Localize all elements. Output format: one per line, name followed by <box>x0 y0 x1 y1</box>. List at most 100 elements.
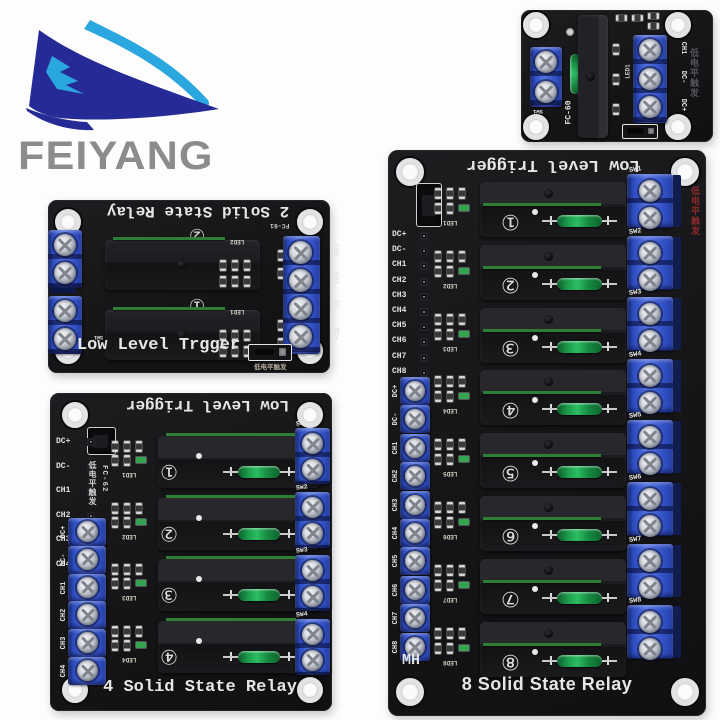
terminal-screw <box>405 409 425 430</box>
smd-resistor <box>220 330 226 341</box>
terminal-label: DC+ <box>679 98 687 112</box>
terminal-label: DC- <box>60 553 68 567</box>
relay-top-face <box>480 621 626 644</box>
smd-resistor <box>435 188 441 199</box>
bracket-mark <box>607 592 609 602</box>
terminal-screw <box>405 608 425 629</box>
sw-terminal: SW4 <box>295 610 332 677</box>
pin <box>420 292 428 301</box>
smd-cluster: LED7 <box>435 564 477 613</box>
mounting-hole <box>523 12 549 38</box>
marker-dot <box>196 576 202 582</box>
terminal-screw <box>639 364 661 387</box>
ssr-relay-unit: ① <box>158 433 320 488</box>
relay-pcb-edge <box>483 517 601 520</box>
led-indicator <box>136 641 146 648</box>
smd-component <box>248 344 292 361</box>
cn-marking: 低电平触发 <box>87 461 96 506</box>
smd-resistor <box>459 376 465 388</box>
resistor <box>542 654 617 667</box>
ssr-relay-unit: ⑥ <box>480 496 626 551</box>
driver-clusters: LED1 LED2 LED3 <box>50 393 332 711</box>
bracket-mark <box>607 467 609 477</box>
smd-resistor <box>447 188 453 199</box>
terminal-label: DC+ <box>392 384 400 398</box>
terminal-screw <box>77 660 98 681</box>
input-terminal-column: DC+ DC- CH1 CH2 CH3 <box>388 150 706 716</box>
terminal-screw <box>639 488 661 510</box>
smd-resistor <box>278 250 284 261</box>
terminal-screw <box>302 522 323 544</box>
pin-row: CH8 <box>392 367 432 380</box>
marker-dot <box>532 334 538 341</box>
smd-resistor <box>435 579 441 591</box>
smd-cluster: LED6 <box>435 502 477 550</box>
sw-terminal: SW6 <box>627 473 685 537</box>
smd-resistor <box>124 564 130 575</box>
smd-resistor <box>232 260 238 271</box>
marker-dot <box>532 209 538 215</box>
pin-row: DC- <box>56 462 100 474</box>
smd-resistor <box>112 639 118 651</box>
terminal-side-face <box>673 175 681 227</box>
led-indicator <box>459 519 469 525</box>
smd-cluster: LED3 <box>435 313 477 362</box>
terminal-label: CH1 <box>679 41 687 55</box>
terminal-side-face <box>673 359 681 412</box>
pin <box>87 462 95 471</box>
terminal-row: CH3 <box>388 490 432 519</box>
via-pad <box>566 28 574 36</box>
resistor <box>542 277 617 290</box>
smd-cluster: LED1 <box>220 308 305 362</box>
jumper-component <box>416 183 442 227</box>
smd-resistor <box>435 502 441 513</box>
led-indicator <box>136 580 146 586</box>
terminal-row: DC+ <box>287 324 349 350</box>
smd-resistor <box>124 578 130 589</box>
smd-resistor <box>220 346 226 357</box>
pin-row: CH5 <box>392 321 432 334</box>
smd-resistor <box>244 260 250 271</box>
smd-resistor <box>435 376 441 388</box>
smd-resistor <box>435 203 441 214</box>
terminal-screw <box>639 268 661 291</box>
relay-pcb-edge <box>166 433 296 436</box>
marker-dot <box>532 648 538 655</box>
sw-terminal: SW2 <box>627 227 685 291</box>
bracket-mark <box>607 341 609 351</box>
terminal-row: CH1 <box>287 268 349 294</box>
smd-resistor <box>648 23 659 29</box>
marker-dot <box>196 453 202 459</box>
sw-terminal: SW4 <box>627 350 685 414</box>
terminal-row: CH8 <box>388 632 432 661</box>
smd-resistor <box>613 74 619 85</box>
relay-module-8ch: Low Level Trigger 低电平触发 DC+ DC- CH1 CH2 … <box>388 150 706 716</box>
terminal-screw <box>405 437 425 458</box>
ssr-relay: ⑦ <box>480 558 626 614</box>
terminal-screw <box>639 426 661 449</box>
smd-resistor <box>447 439 453 451</box>
terminal-row: DC+ <box>60 518 108 546</box>
resistor <box>223 466 295 478</box>
bracket-mark <box>288 528 290 538</box>
relay-top-face <box>158 497 320 520</box>
terminal-screw <box>289 269 312 292</box>
terminal-label: CH8 <box>392 640 400 653</box>
smd-resistor <box>447 642 453 654</box>
terminal-row: CH1 <box>60 573 108 602</box>
smd-resistor <box>124 639 130 651</box>
resistor <box>223 589 295 601</box>
mounting-hole <box>396 158 424 186</box>
smd-resistor <box>632 15 643 21</box>
smd-resistor <box>459 250 465 262</box>
smd-resistor <box>278 338 284 349</box>
ssr-relay-unit: ④ <box>480 370 626 426</box>
sw-terminal: SW5 <box>627 412 685 476</box>
terminal-row: CH2 <box>60 601 108 630</box>
terminal-screw <box>535 51 557 73</box>
terminal-row: CH2 <box>287 240 349 266</box>
terminal-screw <box>639 515 661 537</box>
mounting-hole <box>297 402 323 428</box>
terminal-label: CH2 <box>331 243 339 257</box>
